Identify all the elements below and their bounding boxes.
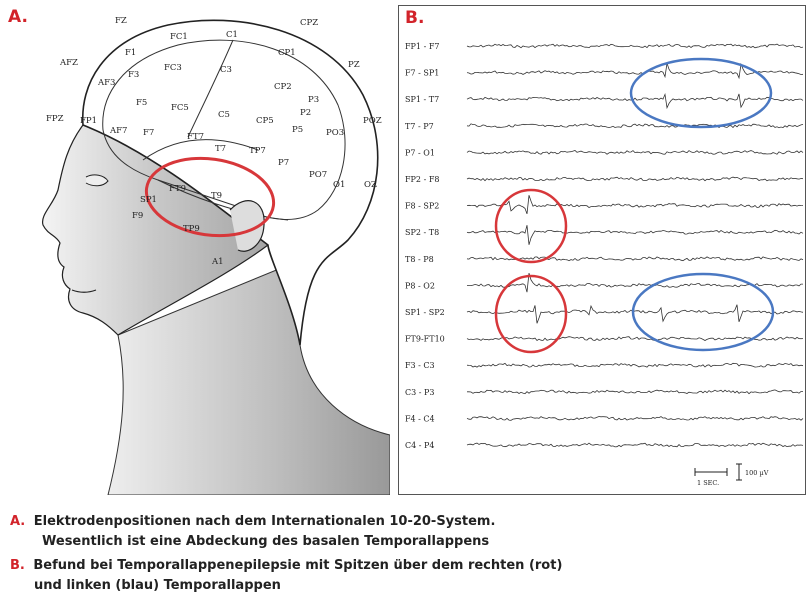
electrode-label: O1 bbox=[333, 180, 345, 190]
electrode-label: SP1 bbox=[140, 195, 157, 205]
channel-label: P8 - O2 bbox=[405, 281, 435, 290]
electrode-label: T7 bbox=[215, 144, 226, 154]
electrode-label: PO3 bbox=[326, 128, 344, 138]
caption-a-label: A. bbox=[10, 514, 25, 529]
electrode-label: F7 bbox=[143, 128, 154, 138]
electrode-label: TP9 bbox=[183, 224, 200, 234]
caption-b-line2: und linken (blau) Temporallappen bbox=[34, 576, 281, 596]
caption-b-line1: B. Befund bei Temporallappenepilepsie mi… bbox=[10, 556, 562, 576]
electrode-label: PO7 bbox=[309, 170, 327, 180]
eeg-trace bbox=[467, 177, 803, 181]
electrode-label: P5 bbox=[292, 125, 303, 135]
electrode-label: CP5 bbox=[256, 116, 274, 126]
eeg-trace bbox=[467, 363, 803, 367]
electrode-label: AF3 bbox=[97, 78, 115, 88]
eeg-trace bbox=[467, 417, 803, 421]
eeg-trace bbox=[467, 44, 803, 48]
caption-a-line2: Wesentlich ist eine Abdeckung des basale… bbox=[42, 532, 489, 552]
channel-label: SP1 - SP2 bbox=[405, 308, 445, 317]
electrode-label: C3 bbox=[220, 65, 232, 75]
electrode-label: CP1 bbox=[278, 48, 296, 58]
electrode-label: TP7 bbox=[249, 146, 266, 156]
electrode-label: OZ bbox=[364, 180, 377, 190]
channel-label: T8 - P8 bbox=[405, 255, 434, 264]
electrode-label: FPZ bbox=[46, 114, 64, 124]
amplitude-scale-label: 100 µV bbox=[745, 469, 769, 477]
electrode-label: FZ bbox=[115, 16, 127, 26]
caption-a-line1: A. Elektrodenpositionen nach dem Interna… bbox=[10, 512, 495, 532]
channel-label: FP2 - F8 bbox=[405, 175, 439, 184]
eeg-trace bbox=[467, 443, 803, 447]
electrode-label: F5 bbox=[136, 98, 147, 108]
electrode-label: POZ bbox=[363, 116, 382, 126]
electrode-label: FC5 bbox=[171, 103, 189, 113]
electrode-label: FC1 bbox=[170, 32, 188, 42]
channel-label: F4 - C4 bbox=[405, 414, 435, 423]
panel-b-label: B. bbox=[405, 8, 424, 28]
channel-label: C4 - P4 bbox=[405, 441, 434, 450]
scale-bar: 1 SEC. 100 µV bbox=[695, 464, 769, 487]
electrode-label: C5 bbox=[218, 110, 230, 120]
electrode-label: F9 bbox=[132, 211, 143, 221]
channel-label: F7 - SP1 bbox=[405, 69, 439, 78]
electrode-label: FP1 bbox=[80, 116, 97, 126]
eeg-trace bbox=[467, 195, 803, 214]
electrode-label: P7 bbox=[278, 158, 289, 168]
eeg-trace bbox=[467, 151, 803, 155]
time-scale-label: 1 SEC. bbox=[697, 479, 719, 487]
electrode-label: FT7 bbox=[187, 132, 204, 142]
channel-label: P7 - O1 bbox=[405, 148, 435, 157]
eeg-trace bbox=[467, 225, 803, 245]
electrode-label: F1 bbox=[125, 48, 136, 58]
channel-label: SP1 - T7 bbox=[405, 95, 439, 104]
caption-b-label: B. bbox=[10, 558, 25, 573]
electrode-label: C1 bbox=[226, 30, 238, 40]
left-temporal-spike-marker-upper bbox=[631, 59, 771, 127]
caption-b-text: Befund bei Temporallappenepilepsie mit S… bbox=[33, 558, 562, 573]
eeg-trace bbox=[467, 124, 803, 128]
electrode-label: FT9 bbox=[169, 184, 186, 194]
channel-label: F3 - C3 bbox=[405, 361, 435, 370]
electrode-label: F3 bbox=[128, 70, 139, 80]
electrode-label: AF7 bbox=[109, 126, 127, 136]
right-temporal-spike-marker-lower bbox=[496, 276, 566, 352]
electrode-label: PZ bbox=[348, 60, 360, 70]
electrode-label: P3 bbox=[308, 95, 319, 105]
eeg-trace bbox=[467, 390, 803, 394]
panel-a-label: A. bbox=[8, 7, 28, 27]
channel-label: FT9-FT10 bbox=[405, 335, 445, 344]
caption-a-text: Elektrodenpositionen nach dem Internatio… bbox=[34, 514, 496, 529]
eeg-trace bbox=[467, 273, 803, 292]
channel-label: T7 - P7 bbox=[405, 122, 434, 131]
electrode-label: CPZ bbox=[300, 18, 318, 28]
electrode-label: P2 bbox=[300, 108, 311, 118]
electrode-label: A1 bbox=[211, 257, 224, 267]
electrode-label: AFZ bbox=[59, 58, 78, 68]
electrode-label: T9 bbox=[211, 191, 222, 201]
channel-label: F8 - SP2 bbox=[405, 202, 439, 211]
channel-label: C3 - P3 bbox=[405, 388, 434, 397]
electrode-label: FC3 bbox=[164, 63, 182, 73]
channel-label: FP1 - F7 bbox=[405, 42, 439, 51]
electrode-label: CP2 bbox=[274, 82, 292, 92]
channel-label: SP2 - T8 bbox=[405, 228, 439, 237]
